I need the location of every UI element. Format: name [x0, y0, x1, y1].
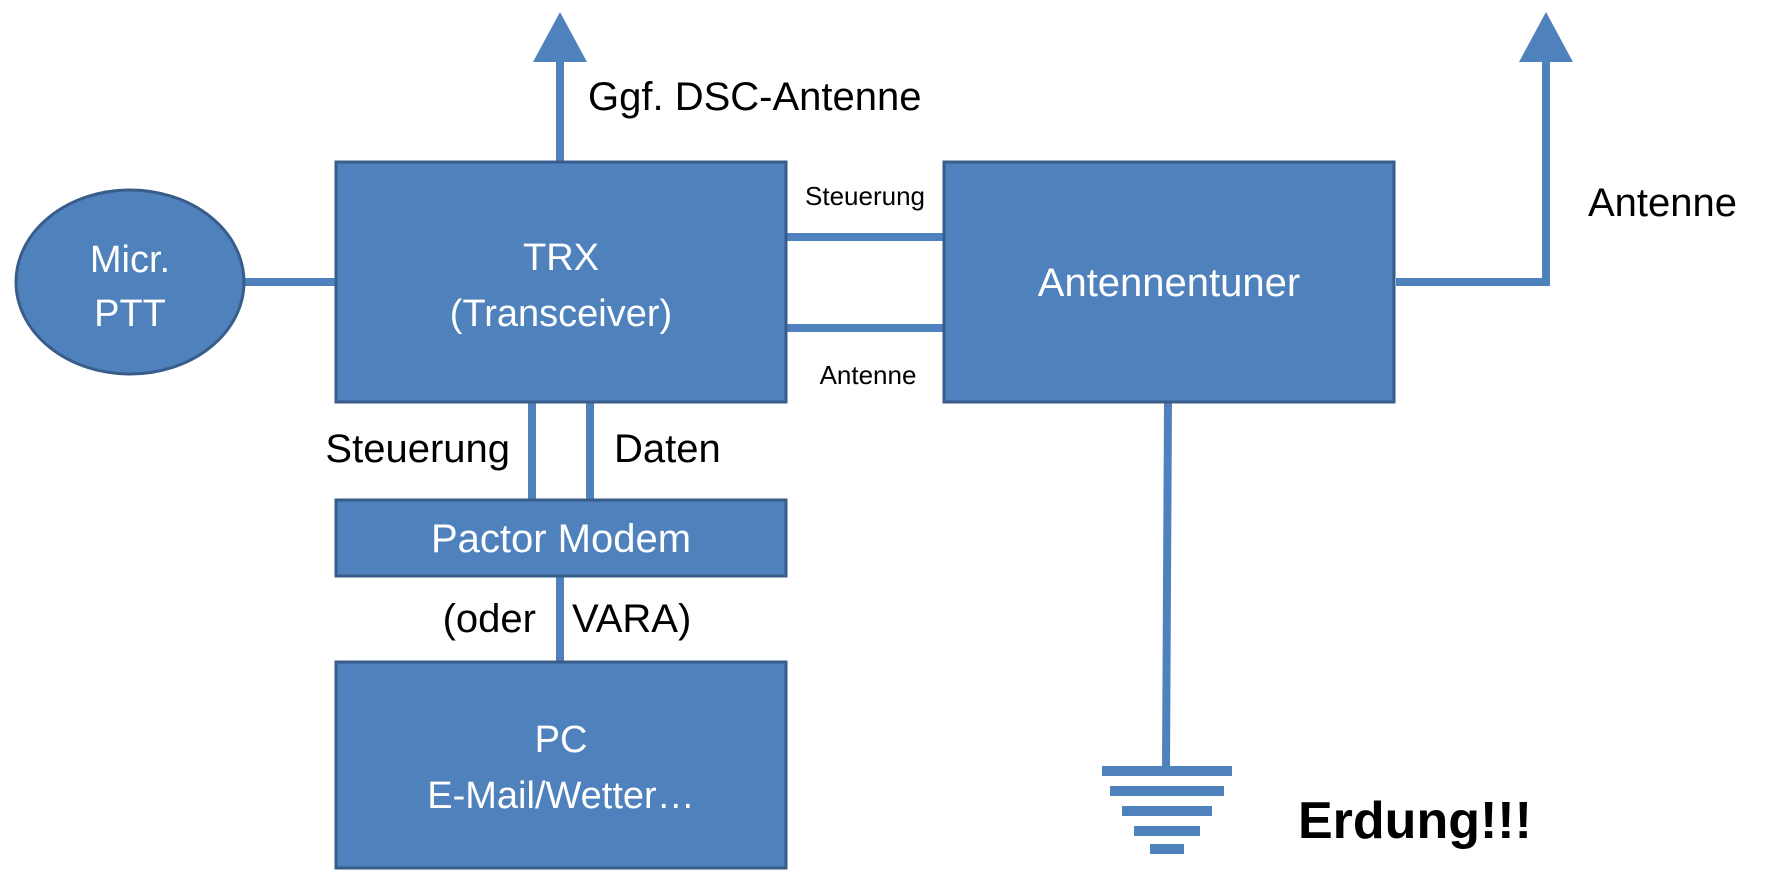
- ground-symbol-icon: [1102, 766, 1232, 854]
- pc-label-line2: E-Mail/Wetter…: [427, 775, 694, 817]
- antenna-arrow-icon: [1519, 12, 1573, 62]
- link-antenna-label: Antenne: [820, 360, 917, 390]
- trx-label-line2: (Transceiver): [450, 293, 672, 335]
- dsc-antenna-label: Ggf. DSC-Antenne: [588, 75, 922, 119]
- tuner-label: Antennentuner: [1038, 261, 1300, 305]
- alt-oder-label: (oder: [443, 597, 536, 641]
- grounding-label: Erdung!!!: [1298, 792, 1532, 850]
- trx-label-line1: TRX: [523, 237, 599, 279]
- link-control-label: Steuerung: [805, 181, 925, 211]
- tuner-node: [942, 160, 1396, 404]
- dsc-antenna-arrow-icon: [533, 12, 587, 62]
- antenna-line: [1396, 50, 1550, 286]
- modem-data-label: Daten: [614, 427, 721, 471]
- modem-label: Pactor Modem: [431, 517, 691, 561]
- mic-ptt-node: [14, 188, 246, 376]
- pc-node: [334, 660, 788, 870]
- mic-label-line2: PTT: [94, 293, 166, 335]
- tuner-ground-line: [1162, 401, 1172, 769]
- alt-vara-label: VARA): [572, 597, 691, 641]
- mic-label-line1: Micr.: [90, 239, 170, 281]
- modem-node: [334, 498, 788, 578]
- antenna-label: Antenne: [1588, 181, 1737, 225]
- modem-control-label: Steuerung: [325, 427, 510, 471]
- pc-label-line1: PC: [535, 719, 588, 761]
- trx-node: [334, 160, 788, 404]
